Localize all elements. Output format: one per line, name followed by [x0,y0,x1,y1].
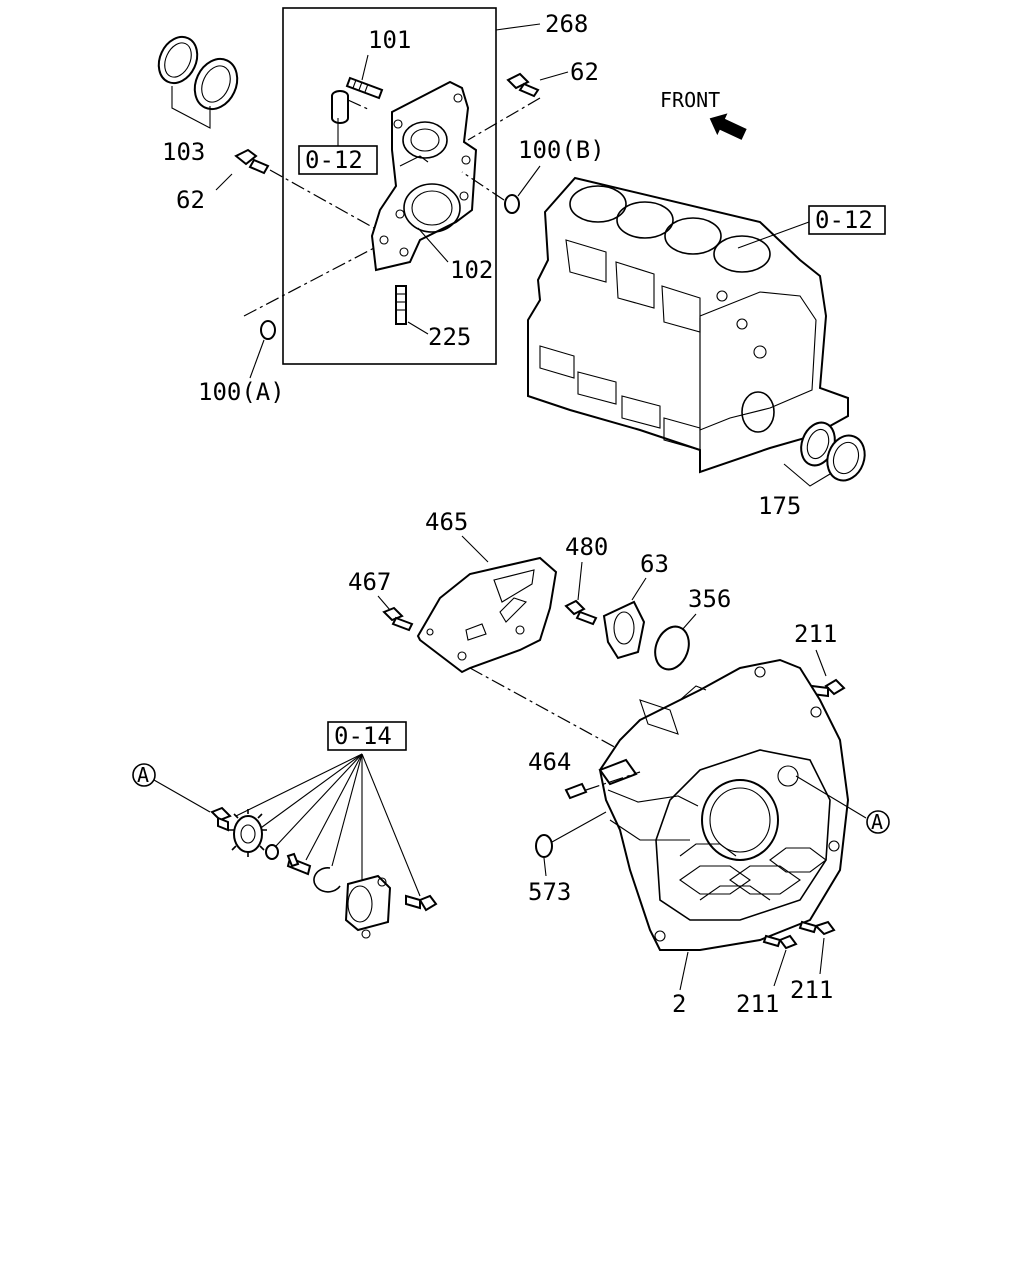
seal-103-a [157,35,199,85]
label-100b: 100(B) [518,136,605,164]
front-label: FRONT [660,88,720,112]
label-101: 101 [368,26,411,54]
label-62-left: 62 [176,186,205,214]
ref-box-0-14[interactable] [327,721,407,751]
callout-a-left-text: A [137,763,149,787]
pin-464 [564,782,588,800]
flywheel-housing [598,658,850,951]
front-plate [370,80,478,272]
stud-101 [345,76,384,100]
leader-fan-0-14 [235,753,421,897]
ref-0-12-b[interactable]: 0-12 [815,206,873,234]
callout-a-right-text: A [871,810,883,834]
label-573: 573 [528,878,571,906]
label-175: 175 [758,492,801,520]
cylinder-block [527,176,849,474]
label-467: 467 [348,568,391,596]
label-480: 480 [565,533,608,561]
label-268: 268 [545,10,588,38]
label-103: 103 [162,138,205,166]
plate-465 [416,556,558,674]
front-arrow-icon [709,113,747,140]
bolt-62-top [506,72,540,98]
assembly-box-268 [282,7,497,365]
o-ring-100b [504,194,520,214]
ref-0-14[interactable]: 0-14 [334,722,392,750]
plate-63 [602,600,646,660]
o-ring-356 [654,625,690,671]
gear-assembly-parts [210,806,438,939]
bolt-467 [382,606,414,632]
callout-a-right[interactable] [866,810,890,834]
dowel-part [331,90,371,124]
seal-103-b [193,57,239,111]
label-2: 2 [672,990,686,1018]
label-211-top: 211 [794,620,837,648]
label-356: 356 [688,585,731,613]
label-225: 225 [428,323,471,351]
label-464: 464 [528,748,571,776]
label-211-lower-right: 211 [790,976,833,1004]
label-211-lower-left: 211 [736,990,779,1018]
o-ring-100a [260,320,276,340]
label-100a: 100(A) [198,378,285,406]
ref-0-12-a[interactable]: 0-12 [305,146,363,174]
callout-a-left[interactable] [132,763,156,787]
label-465: 465 [425,508,468,536]
seal-175-b [826,434,866,482]
label-62-top: 62 [570,58,599,86]
label-63: 63 [640,550,669,578]
bolt-211-lower-left [762,934,798,950]
bolt-480 [564,599,598,626]
label-102: 102 [450,256,493,284]
bolt-62-left [234,148,270,175]
bushing-573 [535,834,553,858]
bolt-211-lower-right [798,920,836,936]
stud-225 [395,285,407,325]
ref-box-0-12-b[interactable] [808,205,886,235]
ref-box-0-12-a[interactable] [298,145,378,175]
